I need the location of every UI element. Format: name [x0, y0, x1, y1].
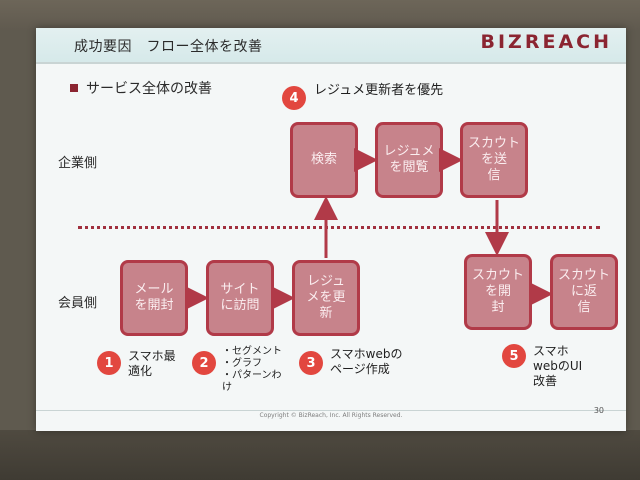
row-label-member: 会員側: [58, 296, 98, 311]
copyright-footer: Copyright © BizReach, Inc. All Rights Re…: [259, 412, 403, 419]
step-1-text: スマホ最 適化: [128, 349, 176, 378]
page-number: 30: [593, 406, 604, 415]
box-search: 検索: [290, 122, 358, 198]
room-wall: [0, 0, 640, 30]
box-scout-reply: スカウト に返 信: [550, 254, 618, 330]
step-3-badge: 3: [299, 351, 323, 375]
header-divider: [36, 62, 626, 64]
flow-arrows: [185, 148, 553, 310]
step-5-text: スマホ webのUI 改善: [533, 344, 583, 388]
step-4-badge: 4: [282, 86, 306, 110]
slide-header: [36, 28, 626, 62]
step-5-badge: 5: [502, 344, 526, 368]
box-scout-send: スカウト を送 信: [460, 122, 528, 198]
step-2-badge: 2: [192, 351, 216, 375]
footer-divider: [36, 410, 626, 411]
separator-line: [78, 226, 600, 229]
step-1-badge: 1: [97, 351, 121, 375]
presentation-slide: 成功要因 フロー全体を改善 BIZREACH サービス全体の改善 企業側 会員側…: [36, 28, 626, 431]
bullet-square-icon: [70, 84, 78, 92]
step-2-text: ・セグメント ・グラフ ・パターンわ け: [222, 346, 282, 393]
row-label-company: 企業側: [58, 156, 98, 171]
bullet-heading: サービス全体の改善: [86, 81, 212, 97]
slide-title: 成功要因 フロー全体を改善: [74, 39, 263, 55]
room-floor: [0, 430, 640, 480]
box-site-visit: サイト に訪問: [206, 260, 274, 336]
step-3-text: スマホwebの ページ作成: [330, 347, 403, 376]
box-resume-update: レジュ メを更 新: [292, 260, 360, 336]
bizreach-logo: BIZREACH: [480, 31, 612, 53]
step-4-text: レジュメ更新者を優先: [314, 83, 444, 98]
